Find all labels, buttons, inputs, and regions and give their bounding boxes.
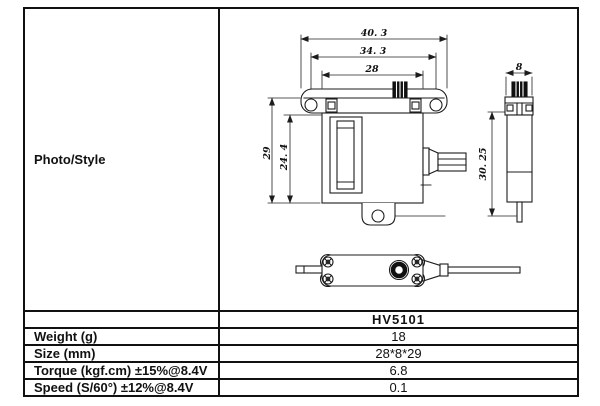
weight-value: 18 [391,329,406,344]
photo-style-label: Photo/Style [34,152,106,167]
weight-row: Weight (g) 18 [25,327,577,344]
model-label-cell [25,312,220,327]
torque-label: Torque (kgf.cm) ±15%@8.4V [25,363,220,378]
model-row: HV5101 [25,310,577,327]
size-row: Size (mm) 28*8*29 [25,344,577,361]
weight-label: Weight (g) [25,329,220,344]
speed-label: Speed (S/60°) ±12%@8.4V [25,380,220,395]
torque-row: Torque (kgf.cm) ±15%@8.4V 6.8 [25,361,577,378]
speed-row: Speed (S/60°) ±12%@8.4V 0.1 [25,378,577,395]
size-value: 28*8*29 [375,346,422,361]
model-number: HV5101 [372,312,425,327]
photo-style-row: Photo/Style [25,9,577,310]
spec-table: Photo/Style HV5101 Weight (g) 18 Size (m… [23,7,579,397]
drawing-cell [220,9,577,310]
photo-style-cell: Photo/Style [25,9,220,310]
size-label: Size (mm) [25,346,220,361]
torque-value: 6.8 [389,363,408,378]
speed-value: 0.1 [389,380,408,395]
